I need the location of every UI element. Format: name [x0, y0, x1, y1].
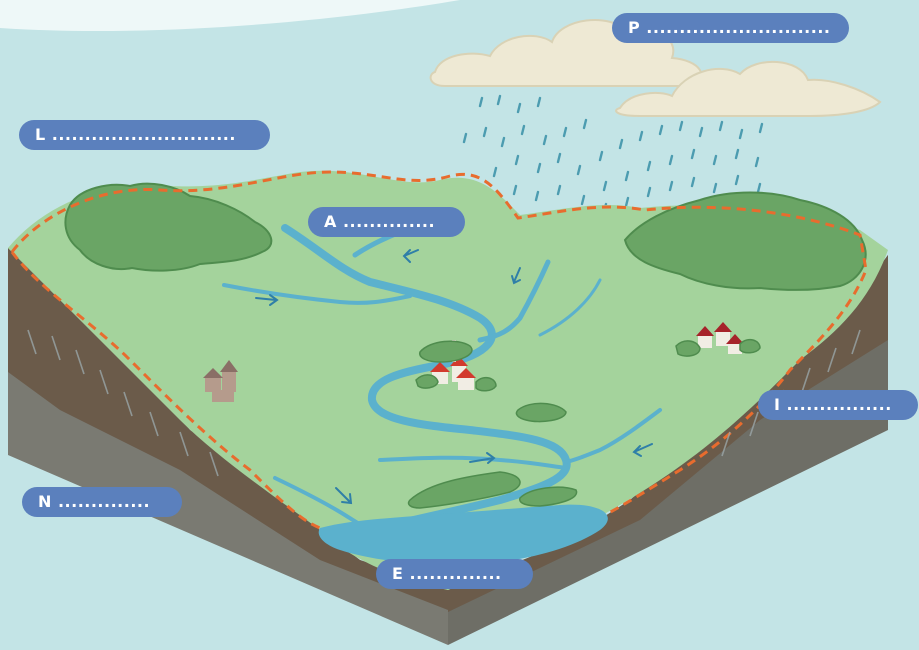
label-e[interactable]: E .............. — [376, 559, 533, 589]
label-a[interactable]: A .............. — [308, 207, 465, 237]
label-i[interactable]: I ................ — [758, 390, 918, 420]
label-l[interactable]: L ............................ — [19, 120, 270, 150]
sky-arc — [0, 0, 460, 31]
label-p[interactable]: P ............................ — [612, 13, 849, 43]
label-n[interactable]: N .............. — [22, 487, 182, 517]
